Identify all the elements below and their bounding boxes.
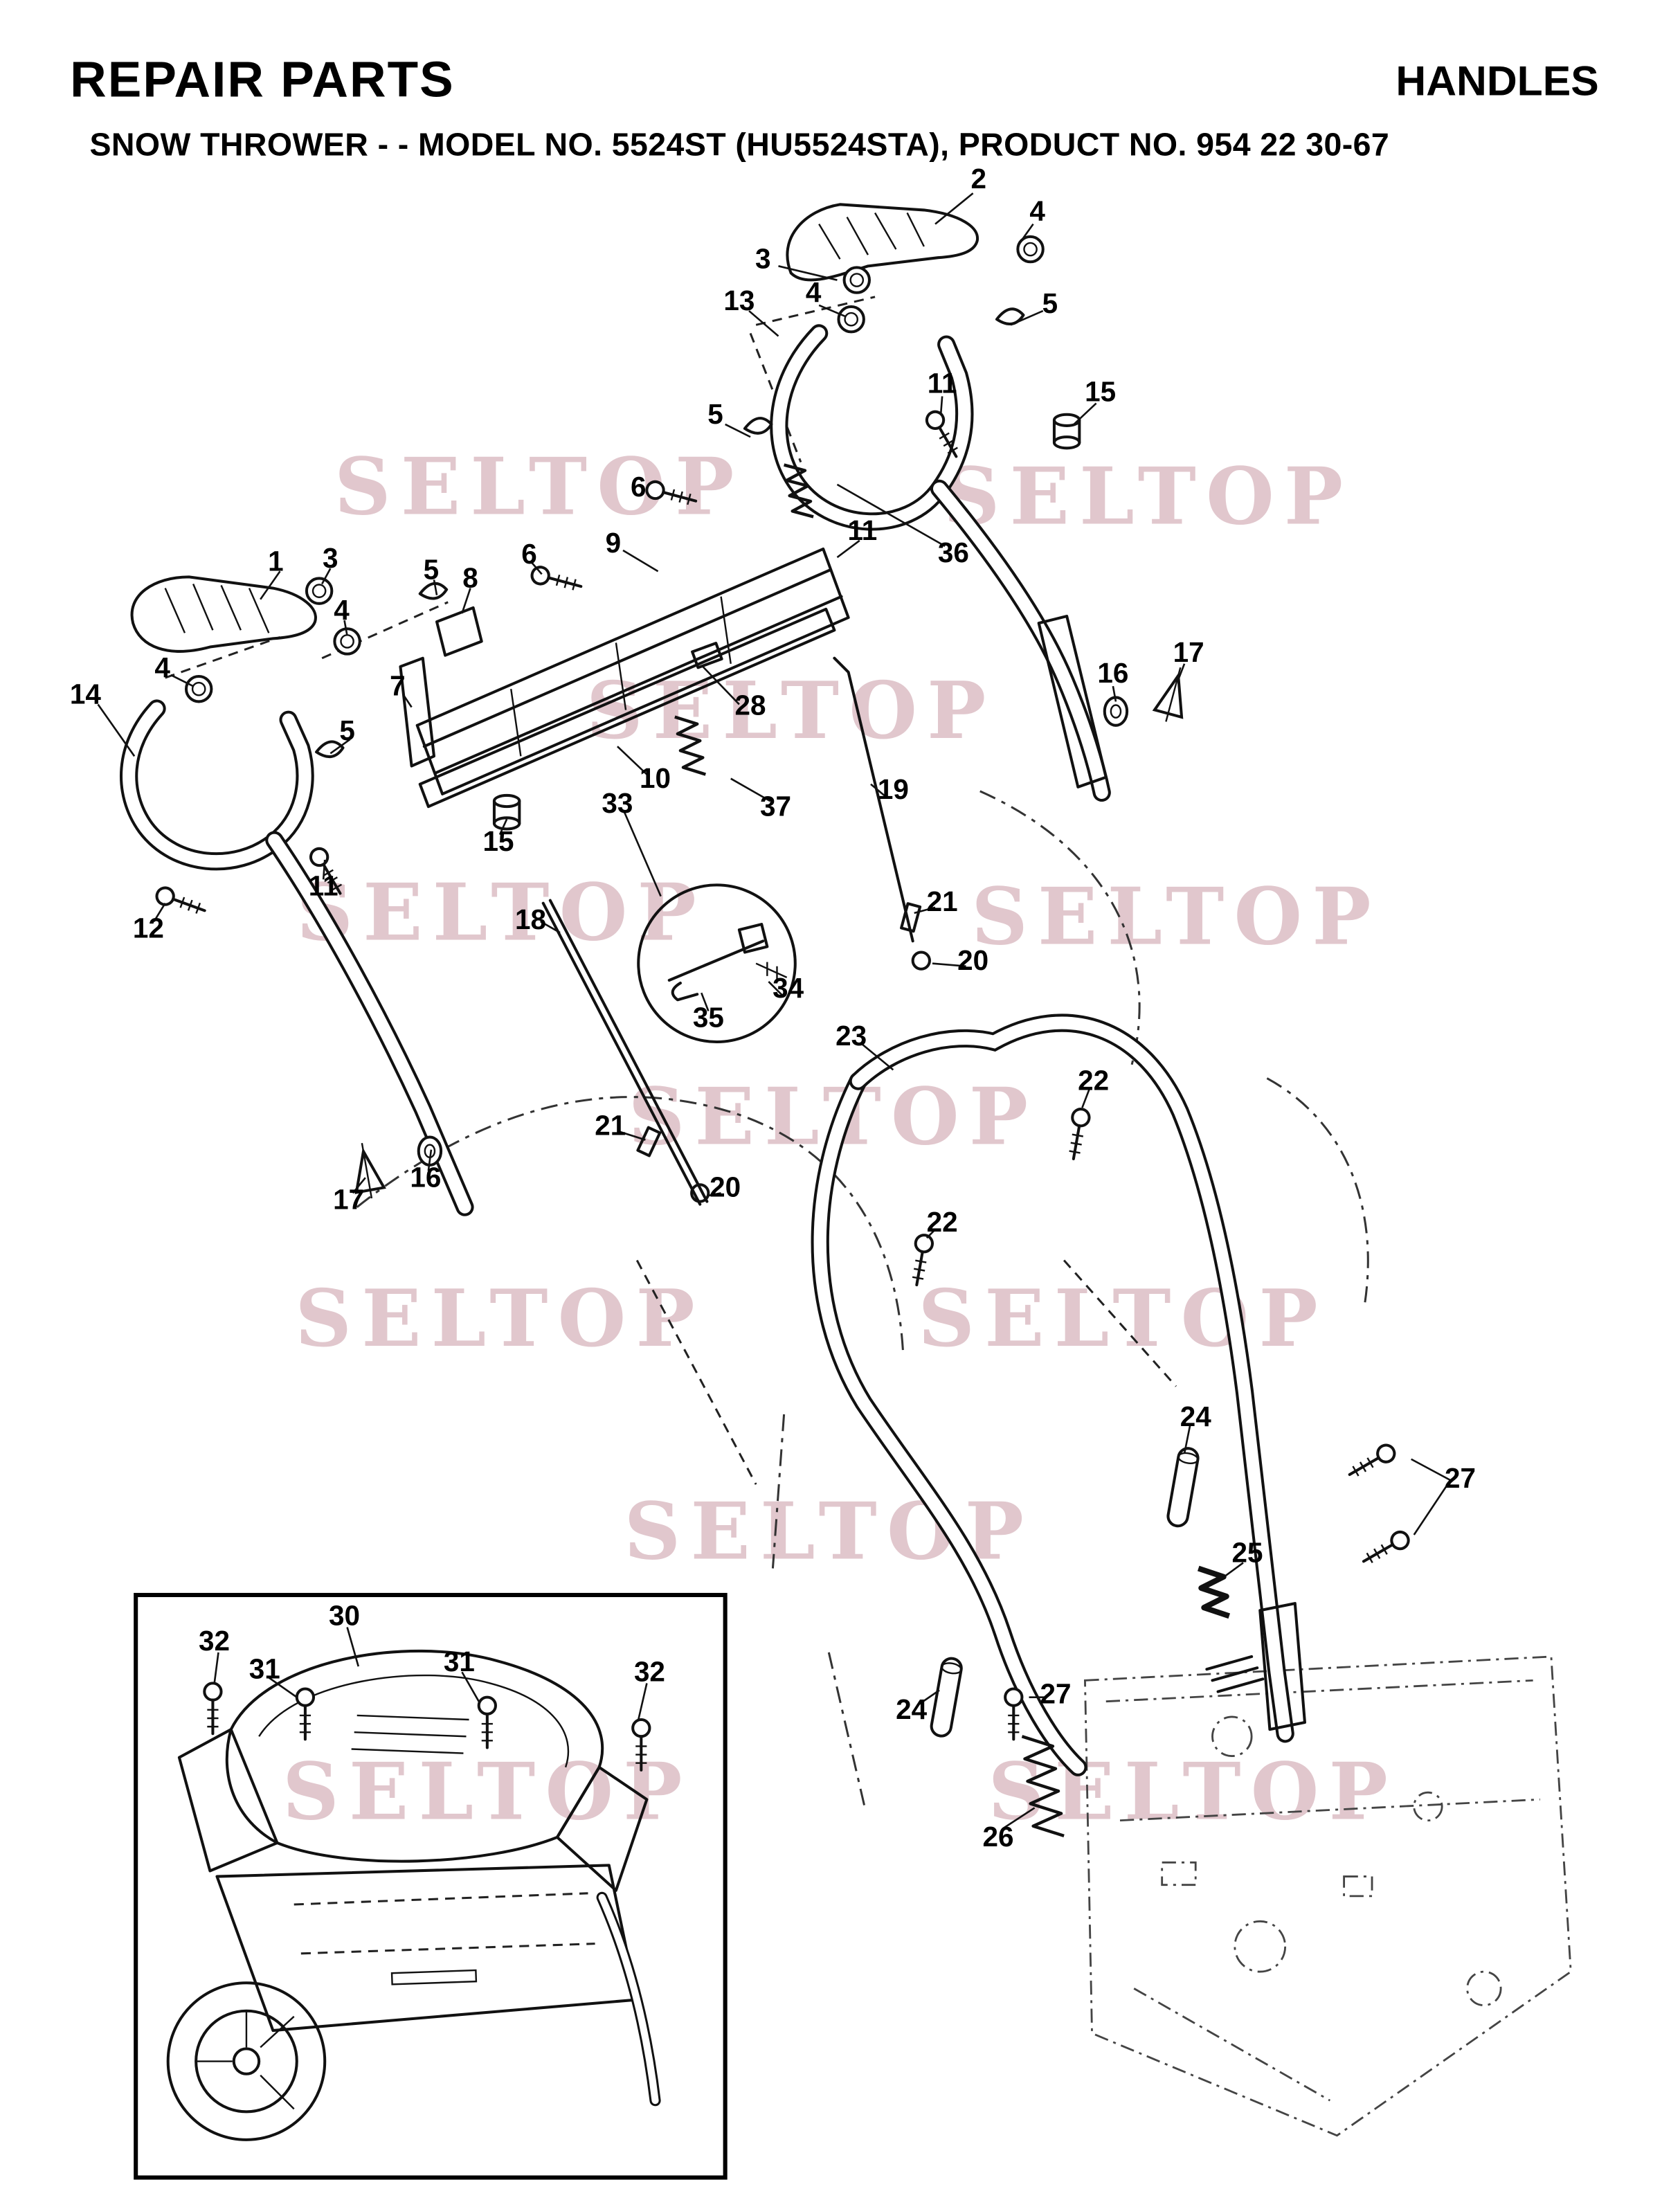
callout-8: 8 (462, 564, 478, 595)
callout-16: 16 (1097, 658, 1129, 690)
callout-18: 18 (515, 905, 547, 937)
callout-33: 33 (602, 789, 633, 820)
callout-28: 28 (734, 691, 766, 722)
callout-4: 4 (805, 278, 822, 309)
callout-19: 19 (877, 775, 909, 807)
callout-37: 37 (759, 791, 791, 823)
section-title: HANDLES (1396, 58, 1599, 105)
callout-32: 32 (633, 1657, 665, 1688)
chassis-ghost (1083, 1655, 1572, 2137)
callout-22: 22 (1078, 1066, 1110, 1097)
callout-4: 4 (334, 595, 350, 627)
callout-24: 24 (896, 1695, 928, 1727)
page-title: REPAIR PARTS (70, 50, 455, 108)
callout-14: 14 (69, 680, 101, 711)
callout-5: 5 (423, 555, 440, 586)
callout-20: 20 (710, 1173, 741, 1204)
callout-5: 5 (1042, 289, 1058, 321)
callout-12: 12 (132, 913, 164, 945)
callout-4: 4 (1029, 197, 1045, 228)
callout-26: 26 (982, 1822, 1014, 1854)
callout-24: 24 (1180, 1402, 1211, 1434)
callout-16: 16 (410, 1162, 442, 1194)
frame-and-parts (130, 203, 1306, 1838)
callout-25: 25 (1231, 1538, 1263, 1569)
callout-23: 23 (836, 1021, 867, 1053)
callout-2: 2 (970, 164, 986, 196)
callout-15: 15 (482, 827, 514, 858)
callout-leaders (97, 192, 1452, 1830)
callout-31: 31 (249, 1654, 280, 1686)
callout-4: 4 (154, 653, 170, 685)
callout-6: 6 (631, 472, 647, 504)
callout-17: 17 (1173, 638, 1204, 669)
callout-31: 31 (443, 1647, 475, 1679)
callout-15: 15 (1085, 377, 1117, 408)
callout-36: 36 (937, 538, 969, 570)
callout-9: 9 (605, 528, 622, 560)
callout-10: 10 (640, 764, 671, 795)
handle-tubes (129, 333, 1285, 1767)
callout-7: 7 (390, 671, 406, 703)
callout-21: 21 (595, 1111, 626, 1142)
callout-32: 32 (198, 1626, 230, 1657)
callout-20: 20 (957, 946, 989, 977)
callout-11: 11 (927, 369, 957, 400)
callout-11: 11 (847, 516, 878, 547)
callout-27: 27 (1040, 1679, 1072, 1711)
callout-5: 5 (707, 399, 723, 431)
callout-35: 35 (692, 1003, 724, 1034)
inset-thumbnail (134, 1592, 728, 2180)
callout-11: 11 (308, 872, 338, 903)
model-subtitle: SNOW THROWER - - MODEL NO. 5524ST (HU552… (89, 126, 1390, 163)
callout-21: 21 (926, 887, 958, 918)
callout-30: 30 (329, 1601, 361, 1632)
callout-22: 22 (926, 1207, 958, 1239)
callout-6: 6 (521, 539, 537, 571)
callout-34: 34 (773, 973, 804, 1005)
callout-1: 1 (268, 546, 284, 578)
callout-3: 3 (755, 244, 771, 276)
callout-17: 17 (333, 1185, 365, 1216)
callout-13: 13 (723, 286, 755, 318)
construction-lines (165, 296, 1369, 1810)
callout-3: 3 (323, 543, 338, 575)
callout-27: 27 (1444, 1463, 1476, 1495)
callout-5: 5 (339, 716, 355, 748)
